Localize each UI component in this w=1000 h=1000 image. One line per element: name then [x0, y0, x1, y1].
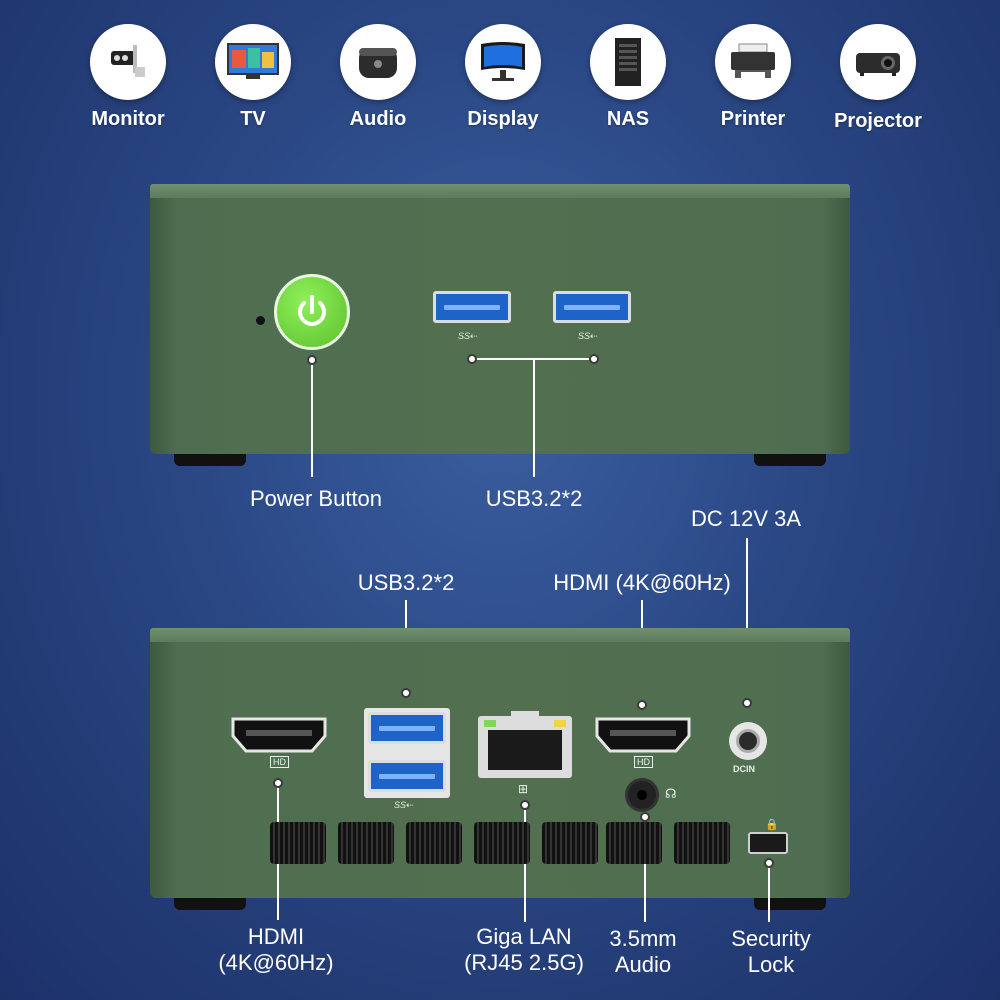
security-lock-label-line2: Lock: [747, 952, 795, 977]
dc-in-port: [729, 722, 767, 760]
audio-label-line1: 3.5mm: [609, 926, 677, 951]
vent-2: [338, 822, 394, 864]
lan-port-tab: [511, 711, 539, 719]
front-case: [150, 198, 850, 454]
lock-icon: 🔒: [765, 819, 779, 831]
device-label: TV: [240, 108, 266, 130]
hdmi-port-left: [231, 717, 327, 753]
power-button-label: Power Button: [249, 486, 383, 511]
device-label: Display: [467, 108, 539, 130]
device-tv-icon: [215, 24, 291, 100]
dcin-mark: DCIN: [733, 764, 755, 774]
status-led: [256, 316, 265, 325]
hdmi-left-label: HDMI (4K@60Hz): [196, 924, 356, 976]
lan-socket: [488, 730, 562, 770]
device-nas-icon: [590, 24, 666, 100]
power-button[interactable]: [274, 274, 350, 350]
hdmi-hd-mark: HD: [634, 756, 653, 768]
lan-label-line2: (RJ45 2.5G): [464, 950, 584, 975]
lock-callout-dot: [764, 858, 774, 868]
back-usb-label: USB3.2*2: [357, 570, 455, 595]
vent-4: [474, 822, 530, 864]
front-foot-left: [174, 454, 246, 466]
back-foot-right: [754, 898, 826, 910]
device-label: NAS: [606, 108, 650, 130]
dc-in-inner: [736, 729, 760, 753]
lan-led-right: [554, 720, 566, 727]
security-lock-label: Security Lock: [706, 926, 836, 978]
front-foot-right: [754, 454, 826, 466]
device-label: Audio: [349, 108, 407, 130]
lan-callout-line: [524, 810, 526, 922]
dc-callout-line: [746, 538, 748, 698]
front-usb-label: USB3.2*2: [485, 486, 583, 511]
back-usb-port-1: [368, 712, 446, 744]
back-usb-callout-dot: [401, 688, 411, 698]
lan-led-left: [484, 720, 496, 727]
usb-callout-dot: [589, 354, 599, 364]
power-callout-line: [311, 365, 313, 477]
usb-ss-mark: SS⇠: [394, 800, 414, 810]
back-hdmi-top-label: HDMI (4K@60Hz): [553, 570, 731, 595]
audio-jack-hole: [637, 790, 647, 800]
security-lock-label-line1: Security: [731, 926, 811, 951]
lan-callout-dot: [520, 800, 530, 810]
back-case-top: [150, 628, 850, 642]
audio-callout-line: [644, 822, 646, 922]
lan-label-line1: Giga LAN: [476, 924, 572, 949]
headphone-icon: ☊: [665, 786, 677, 801]
power-callout-dot: [307, 355, 317, 365]
audio-jack: [625, 778, 659, 812]
power-icon: [298, 295, 326, 326]
lock-callout-line: [768, 868, 770, 922]
device-printer-icon: [715, 24, 791, 100]
audio-label-line2: Audio: [614, 952, 672, 977]
vent-7: [674, 822, 730, 864]
back-foot-left: [174, 898, 246, 910]
front-case-top: [150, 184, 850, 198]
device-label: Projector: [834, 110, 922, 132]
front-usb-port-1: [433, 291, 511, 323]
device-label: Printer: [720, 108, 786, 130]
hdmi-left-label-line2: (4K@60Hz): [218, 950, 334, 975]
hdmi-left-callout-dot: [273, 778, 283, 788]
front-usb-port-2: [553, 291, 631, 323]
usb-ss-mark: SS⇠: [458, 331, 478, 341]
lan-port: [478, 716, 572, 778]
hdmi-left-label-line1: HDMI: [247, 924, 305, 949]
device-label: Monitor: [91, 108, 165, 130]
security-lock-slot: [748, 832, 788, 854]
device-monitor-icon: [90, 24, 166, 100]
audio-label: 3.5mm Audio: [583, 926, 703, 978]
hdmi-port-right: [595, 717, 691, 753]
dc-callout-dot: [742, 698, 752, 708]
vent-6: [606, 822, 662, 864]
lan-network-icon: ⊞: [518, 782, 529, 796]
usb-ss-mark: SS⇠: [578, 331, 598, 341]
vent-3: [406, 822, 462, 864]
device-speaker-icon: [340, 24, 416, 100]
device-display-icon: [465, 24, 541, 100]
audio-callout-dot: [640, 812, 650, 822]
hdmi-hd-mark: HD: [270, 756, 289, 768]
back-usb-port-2: [368, 760, 446, 792]
device-projector-icon: [840, 24, 916, 100]
vent-5: [542, 822, 598, 864]
usb-callout-dot: [467, 354, 477, 364]
dc-label: DC 12V 3A: [690, 506, 802, 531]
usb-callout-line: [533, 359, 535, 477]
vent-1: [270, 822, 326, 864]
lan-label: Giga LAN (RJ45 2.5G): [444, 924, 604, 976]
hdmi-top-callout-dot: [637, 700, 647, 710]
